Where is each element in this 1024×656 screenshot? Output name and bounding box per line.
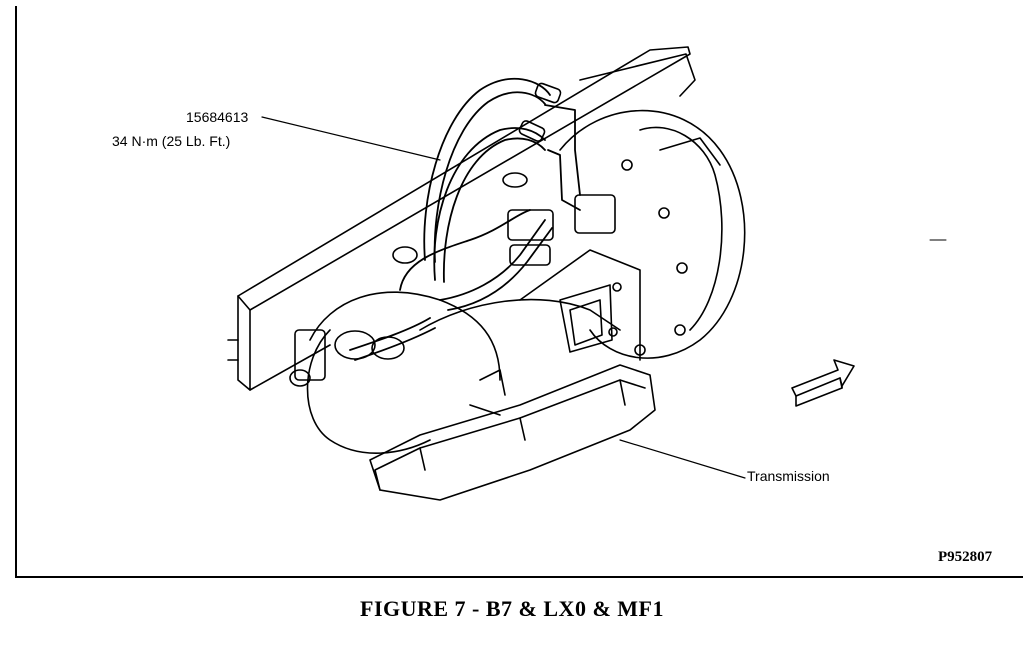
leader-lines (261, 116, 746, 479)
fittings (289, 82, 616, 387)
oil-pan (369, 364, 656, 501)
figure-caption: FIGURE 7 - B7 & LX0 & MF1 (360, 596, 664, 621)
front-direction-arrow-icon (791, 359, 855, 407)
cooler-lines (349, 77, 581, 361)
bell-housing (559, 109, 746, 359)
part-number-callout: 15684613 (186, 109, 249, 125)
drawing-id: P952807 (938, 549, 993, 565)
torque-callout: 34 N·m (25 Lb. Ft.) (112, 133, 231, 149)
figure-frame (15, 6, 1023, 578)
frame-rail (227, 46, 696, 391)
transmission-callout: Transmission (747, 468, 830, 484)
transmission-case (306, 249, 641, 454)
